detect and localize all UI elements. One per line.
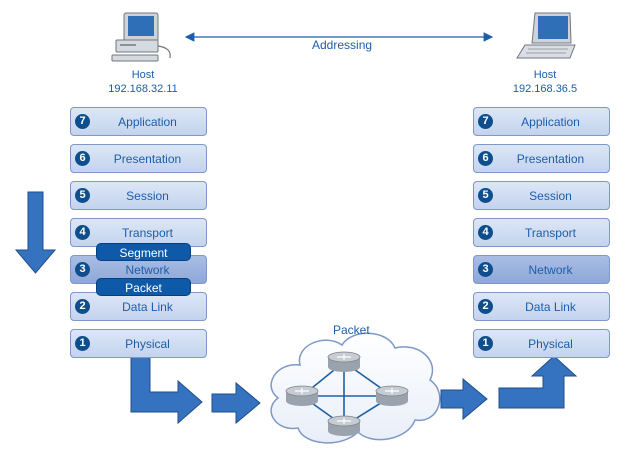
left-host-title: Host	[131, 69, 155, 81]
layer-label: Transport	[122, 226, 173, 240]
layer-number-badge: 6	[478, 151, 493, 166]
layer-number-badge: 4	[75, 225, 90, 240]
laptop-icon	[516, 12, 576, 59]
router-icon	[285, 385, 319, 406]
packet-pdu: Packet	[96, 278, 191, 296]
layer-label: Transport	[525, 225, 576, 240]
left-layer-data-link: 2 Data Link	[70, 292, 207, 321]
left-elbow-arrow	[130, 356, 203, 425]
encapsulation-down-arrow	[14, 191, 57, 274]
router-icon	[375, 385, 409, 406]
layer-label: Network	[125, 262, 170, 277]
right-layer-network: 3 Network	[473, 255, 610, 284]
layer-number-badge: 7	[478, 114, 493, 129]
layer-number-badge: 5	[478, 188, 493, 203]
desktop-computer-icon	[111, 12, 171, 62]
left-layer-presentation: 6 Presentation	[70, 144, 207, 173]
layer-label: Physical	[125, 336, 170, 351]
left-layer-session: 5 Session	[70, 181, 207, 210]
layer-label: Presentation	[113, 151, 182, 166]
right-layer-data-link: 2 Data Link	[473, 292, 610, 321]
layer-number-badge: 1	[478, 336, 493, 351]
layer-label: Application	[521, 114, 580, 129]
right-layer-session: 5 Session	[473, 181, 610, 210]
layer-number-badge: 4	[478, 225, 493, 240]
addressing-label: Addressing	[312, 38, 373, 52]
layer-label: Session	[126, 188, 169, 203]
router-icon	[327, 415, 361, 436]
right-layer-physical: 1 Physical	[473, 329, 610, 358]
right-host-title: Host	[533, 69, 557, 81]
layer-number-badge: 6	[75, 151, 90, 166]
segment-pdu: Segment	[96, 243, 191, 261]
layer-number-badge: 1	[75, 336, 90, 351]
left-layer-transport: 4 Transport	[70, 218, 207, 247]
right-layer-transport: 4 Transport	[473, 218, 610, 247]
layer-label: Data Link	[525, 299, 576, 314]
left-host-label: Host 192.168.32.11	[73, 68, 213, 96]
layer-label: Physical	[528, 336, 573, 351]
layer-number-badge: 2	[75, 299, 90, 314]
to-cloud-arrow	[211, 381, 261, 425]
layer-number-badge: 5	[75, 188, 90, 203]
layer-label: Application	[118, 114, 177, 129]
layer-label: Presentation	[516, 151, 585, 166]
layer-label: Session	[529, 188, 572, 203]
right-host-ip: 192.168.36.5	[512, 83, 578, 95]
left-layer-physical: 1 Physical	[70, 329, 207, 358]
from-cloud-arrow	[440, 377, 488, 421]
right-layer-presentation: 6 Presentation	[473, 144, 610, 173]
left-host-ip: 192.168.32.11	[108, 83, 178, 95]
left-layer-application: 7 Application	[70, 107, 207, 136]
right-layer-application: 7 Application	[473, 107, 610, 136]
layer-number-badge: 2	[478, 299, 493, 314]
cloud-packet-label: Packet	[333, 323, 370, 337]
router-icon	[327, 351, 361, 372]
layer-label: Network	[528, 262, 573, 277]
layer-label: Data Link	[122, 300, 173, 314]
layer-number-badge: 3	[478, 262, 493, 277]
layer-number-badge: 3	[75, 262, 90, 277]
right-host-label: Host 192.168.36.5	[475, 68, 615, 96]
right-elbow-arrow	[498, 355, 578, 409]
layer-number-badge: 7	[75, 114, 90, 129]
